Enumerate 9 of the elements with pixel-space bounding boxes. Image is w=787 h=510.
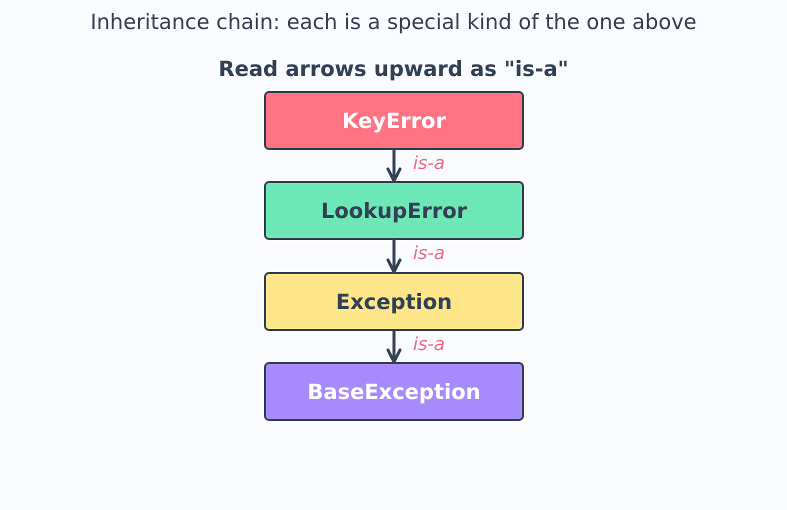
- class-box: LookupError: [264, 181, 524, 240]
- class-box: BaseException: [264, 362, 524, 421]
- arrow: [386, 150, 402, 182]
- class-box: Exception: [264, 272, 524, 331]
- arrow: [386, 240, 402, 274]
- class-box: KeyError: [264, 91, 524, 150]
- arrow: [386, 331, 402, 364]
- diagram-title: Inheritance chain: each is a special kind of the one above: [89, 10, 698, 34]
- subtitle: Read arrows upward as "is-a": [217, 57, 570, 81]
